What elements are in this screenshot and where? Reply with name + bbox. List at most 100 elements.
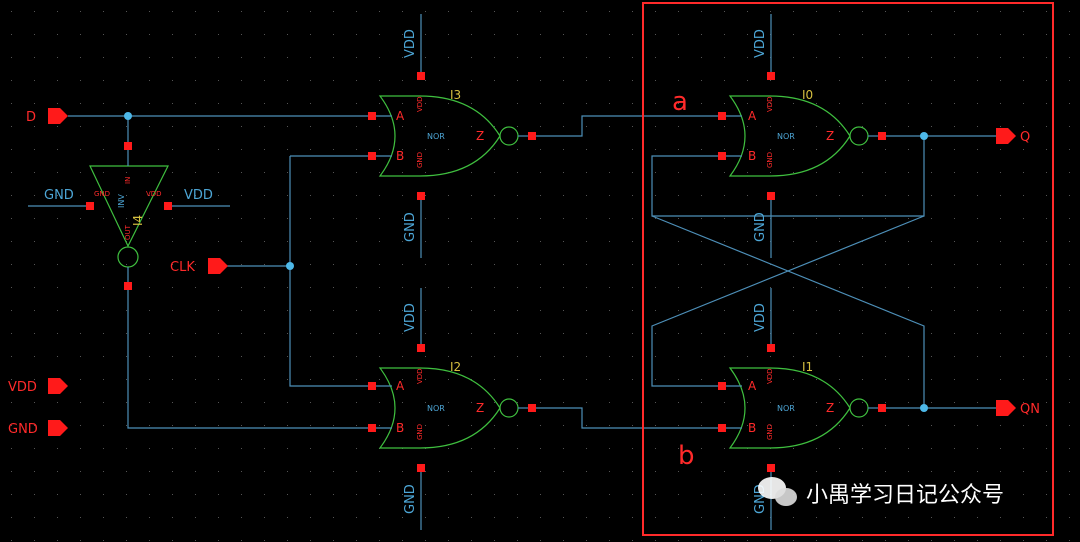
port-label: D — [26, 110, 36, 125]
pin-b: B — [748, 149, 756, 163]
pin-square — [368, 152, 376, 160]
instance-label: I0 — [802, 88, 813, 102]
pin-square — [528, 132, 536, 140]
pin-square — [86, 202, 94, 210]
port-label: Q — [1020, 130, 1030, 145]
pin-a: A — [396, 109, 405, 123]
pin-square — [368, 382, 376, 390]
port-arrow-icon — [996, 128, 1016, 144]
port-label: CLK — [170, 260, 195, 275]
nor-body-i0 — [728, 95, 851, 177]
pin-square — [767, 464, 775, 472]
pin-b: B — [748, 421, 756, 435]
rail-label-vdd: VDD — [184, 188, 213, 203]
nor-body-i1 — [728, 367, 851, 449]
junction-dot — [920, 132, 928, 140]
pin-square — [368, 424, 376, 432]
watermark-text: 小禺学习日记公众号 — [806, 483, 1004, 508]
pin-square — [878, 404, 886, 412]
annotation-a: a — [672, 87, 688, 117]
pin-a: A — [748, 379, 757, 393]
wire-dbar — [127, 286, 372, 429]
inverter-body — [89, 165, 169, 248]
pin-square — [767, 72, 775, 80]
gate-type: NOR — [777, 132, 795, 141]
pin-square — [124, 142, 132, 150]
pin-vdd: VDD — [766, 96, 774, 112]
pin-gnd: GND — [766, 424, 774, 440]
port-vdd[interactable]: VDD — [8, 378, 68, 395]
port-d[interactable]: D — [26, 108, 68, 125]
pin-square — [124, 282, 132, 290]
pin-gnd: GND — [94, 190, 110, 198]
pin-in: IN — [124, 177, 132, 184]
watermark: 小禺学习日记公众号 — [758, 477, 1004, 508]
nor-body-i2 — [378, 367, 501, 449]
pin-connectors — [86, 72, 886, 472]
junction-dot — [920, 404, 928, 412]
pin-square — [417, 344, 425, 352]
pin-square — [368, 112, 376, 120]
rail-label-gnd: GND — [403, 212, 418, 242]
instance-label: I3 — [450, 88, 461, 102]
gate-i0[interactable]: I0 A B Z NOR VDD GND VDD GND — [722, 29, 882, 242]
port-gnd[interactable]: GND — [8, 420, 68, 437]
gate-type: NOR — [777, 404, 795, 413]
port-q[interactable]: Q — [996, 128, 1030, 145]
port-clk[interactable]: CLK — [170, 258, 228, 275]
rail-label-vdd: VDD — [753, 303, 768, 332]
pin-square — [718, 382, 726, 390]
junction-dot — [286, 262, 294, 270]
pin-vdd: VDD — [416, 96, 424, 112]
instance-label: I4 — [131, 215, 145, 226]
pin-square — [767, 344, 775, 352]
pin-a: A — [396, 379, 405, 393]
pin-out: OUT — [124, 224, 132, 240]
pin-square — [718, 424, 726, 432]
port-arrow-icon — [996, 400, 1016, 416]
port-label: GND — [8, 422, 38, 437]
pin-square — [417, 192, 425, 200]
pin-z: Z — [476, 401, 484, 415]
sr-latch-highlight-box — [642, 2, 1054, 536]
port-arrow-icon — [208, 258, 228, 274]
pin-square — [767, 192, 775, 200]
port-arrow-icon — [48, 420, 68, 436]
rail-label-gnd: GND — [403, 484, 418, 514]
wire-clk-bus — [289, 156, 372, 387]
rail-label-vdd: VDD — [753, 29, 768, 58]
instance-label: I2 — [450, 360, 461, 374]
gate-i1[interactable]: I1 A B Z NOR VDD GND VDD GND — [722, 303, 882, 514]
gate-type: NOR — [427, 132, 445, 141]
instance-label: I1 — [802, 360, 813, 374]
pin-b: B — [396, 421, 404, 435]
gate-i3[interactable]: I3 A B Z NOR VDD GND VDD GND — [372, 29, 532, 242]
rail-label-vdd: VDD — [403, 29, 418, 58]
pin-z: Z — [826, 401, 834, 415]
pin-square — [528, 404, 536, 412]
pin-square — [417, 72, 425, 80]
gate-i2[interactable]: I2 A B Z NOR VDD GND VDD GND — [372, 303, 532, 514]
pin-square — [417, 464, 425, 472]
junctions — [124, 112, 928, 412]
pin-square — [164, 202, 172, 210]
nor-body-i3 — [378, 95, 501, 177]
port-arrow-icon — [48, 108, 68, 124]
rail-label-gnd: GND — [753, 212, 768, 242]
pin-gnd: GND — [766, 152, 774, 168]
pin-gnd: GND — [416, 152, 424, 168]
wires — [28, 14, 996, 530]
gate-type: INV — [117, 194, 126, 208]
pin-square — [718, 112, 726, 120]
wire-cross-qn — [651, 215, 925, 387]
port-arrow-icon — [48, 378, 68, 394]
wire-node-b — [532, 407, 722, 429]
pin-a: A — [748, 109, 757, 123]
inverter-i4[interactable]: I4 INV IN OUT GND VDD GND VDD — [44, 146, 213, 286]
junction-dot — [124, 112, 132, 120]
ports: D CLK VDD GND Q QN — [8, 108, 1040, 437]
pin-vdd: VDD — [766, 368, 774, 384]
port-qn[interactable]: QN — [996, 400, 1040, 417]
